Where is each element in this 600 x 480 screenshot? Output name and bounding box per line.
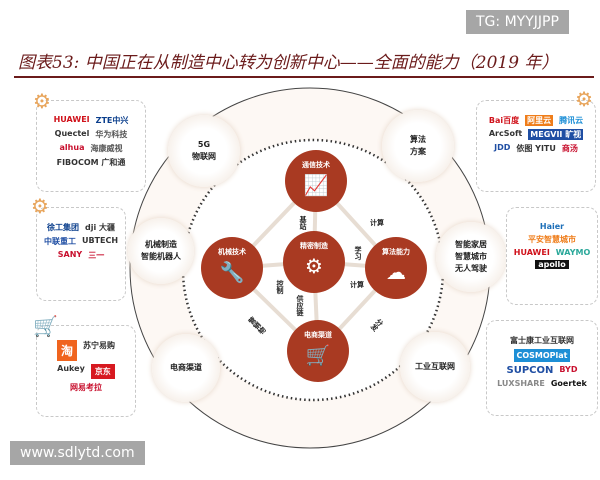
logo: COSMOPlat <box>514 349 570 362</box>
logo: 腾讯云 <box>559 116 584 125</box>
logo: 京东 <box>90 364 115 379</box>
page-title: 图表53: 中国正在从制造中心转为创新中心——全面的能力（2019 年） <box>18 53 559 73</box>
logo: apollo <box>535 260 569 269</box>
node-telecom: 通信技术 📈 <box>285 150 347 212</box>
logo-box-machinery: ⚙ 徐工集团 dji 大疆 中联重工 UBTECH SANY 三一 <box>31 194 126 301</box>
logo: ArcSoft <box>488 129 523 138</box>
logo: LUXSHARE <box>497 379 545 388</box>
logo: 阿里云 <box>525 115 554 126</box>
logo: 富士康工业互联网 <box>510 336 574 345</box>
gear-icon: ⚙ <box>31 194 49 218</box>
logo-box-smart-city: Haier 平安智慧城市 HUAWEI WAYMO apollo <box>506 207 598 305</box>
wrench-icon: 🔧 <box>219 260 245 284</box>
satellite-5g: 5G 物联网 <box>168 115 240 187</box>
logo: Haier <box>539 222 565 231</box>
satellite-machinery: 机械制造 智能机器人 <box>128 218 194 284</box>
head-gear-icon: ⚙ <box>575 87 593 111</box>
cloud-upload-icon: ☁ <box>386 260 406 284</box>
logo-box-ecommerce: 🛒 淘 苏宁易购 Aukey 京东 网易考拉 <box>33 314 136 417</box>
edge-label: 计算 <box>370 219 384 227</box>
node-label: 算法能力 <box>382 248 410 256</box>
gear-icon: ⚙ <box>305 254 323 278</box>
node-precision-manufacturing: 精密制造 ⚙ <box>283 231 345 293</box>
logo-box-telecom: ⚙ HUAWEI ZTE中兴 Quectel 华为科技 alhua 海康威视 F… <box>33 89 146 192</box>
logo: Aukey <box>57 364 85 373</box>
logo-box-algorithm: ⚙ Bai百度 阿里云 腾讯云 ArcSoft MEGVII 旷视 JDD 依图… <box>476 87 596 192</box>
edge-label: 基站 <box>299 216 307 230</box>
logo: HUAWEI <box>513 248 550 257</box>
node-label: 通信技术 <box>302 161 330 169</box>
node-label: 电商渠道 <box>304 331 332 339</box>
logo: 三一 <box>88 251 105 260</box>
cart-icon: 🛒 <box>305 343 331 367</box>
logo: dji 大疆 <box>85 223 115 232</box>
satellite-smart-city: 智能家居 智慧城市 无人驾驶 <box>436 222 506 292</box>
logo: alhua <box>59 143 85 152</box>
node-label: 精密制造 <box>300 242 328 250</box>
logo: BYD <box>559 365 578 374</box>
satellite-industrial-internet: 工业互联网 <box>400 332 470 402</box>
title-rule <box>14 76 594 78</box>
logo: 中联重工 <box>43 237 76 246</box>
logo: MEGVII 旷视 <box>528 129 584 140</box>
node-label: 机械技术 <box>218 248 246 256</box>
logo: SUPCON <box>506 365 554 376</box>
logo: Bai百度 <box>488 116 520 125</box>
logo: ZTE中兴 <box>95 116 129 125</box>
logo: 平安智慧城市 <box>528 235 576 244</box>
logo: FIBOCOM 广和通 <box>56 158 126 167</box>
logo: Quectel <box>54 129 90 138</box>
logo: 华为科技 <box>95 130 128 139</box>
node-mechanical: 机械技术 🔧 <box>201 237 263 299</box>
satellite-ecommerce: 电商渠道 <box>152 334 220 402</box>
node-ecommerce: 电商渠道 🛒 <box>287 320 349 382</box>
logo: JDD <box>494 143 511 152</box>
node-algorithm: 算法能力 ☁ <box>365 237 427 299</box>
cart-icon: 🛒 <box>33 314 58 338</box>
chart-up-icon: 📈 <box>303 173 329 197</box>
logo: 苏宁易购 <box>83 341 115 350</box>
logo: SANY <box>57 250 83 259</box>
logo: 淘 <box>56 340 77 361</box>
phone-gear-icon: ⚙ <box>33 89 51 113</box>
edge-label: 计算 <box>350 281 364 289</box>
edge-label: 控制 <box>276 280 284 294</box>
logo: Goertek <box>550 379 587 388</box>
logo: UBTECH <box>81 236 119 245</box>
satellite-algorithm-solution: 算法 方案 <box>382 110 454 182</box>
watermark-top: TG: MYYJJPP <box>466 10 569 34</box>
logo: 商汤 <box>561 144 578 153</box>
edge-label: 供应链 <box>296 295 304 316</box>
logo: 网易考拉 <box>70 383 102 392</box>
logo: HUAWEI <box>53 115 90 124</box>
logo: WAYMO <box>555 248 591 257</box>
logo: 海康威视 <box>90 144 123 153</box>
edge-label: 学习 <box>354 246 362 260</box>
logo-box-industrial: 富士康工业互联网 COSMOPlat SUPCON BYD LUXSHARE G… <box>486 320 598 416</box>
logo: 依图 YITU <box>516 144 556 153</box>
logo: 徐工集团 <box>47 223 79 232</box>
watermark-bottom: www.sdlytd.com <box>10 441 145 465</box>
